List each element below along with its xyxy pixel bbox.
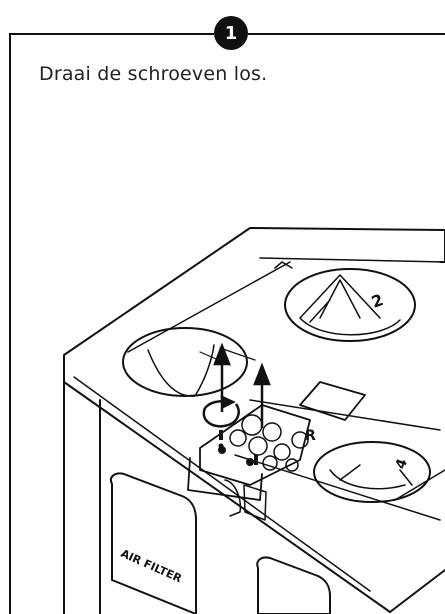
device-right-edge — [389, 569, 445, 613]
panel-marks — [218, 430, 258, 465]
device-unit — [63, 227, 445, 614]
device-front-top-edge — [63, 381, 391, 613]
device-bevel-line — [73, 376, 371, 592]
device-top-edge — [63, 227, 445, 383]
control-panel-front — [187, 457, 263, 501]
step-number-badge: 1 — [214, 16, 248, 50]
air-filter-door-left — [110, 472, 197, 614]
port-front-right — [313, 441, 431, 503]
port-back-right — [284, 268, 416, 342]
frame-border-left — [9, 33, 214, 614]
device-side-line — [394, 469, 445, 501]
top-panel-recess — [299, 381, 366, 421]
panel-mark-r: R — [305, 428, 316, 444]
port-label-4: 4 — [393, 456, 411, 471]
arrows — [213, 342, 271, 428]
rotate-icon — [202, 394, 240, 428]
air-filter-label: AIR FILTER — [119, 547, 184, 586]
instruction-text: Draai de schroeven los. — [39, 63, 268, 85]
air-filter-door-right — [256, 556, 331, 614]
